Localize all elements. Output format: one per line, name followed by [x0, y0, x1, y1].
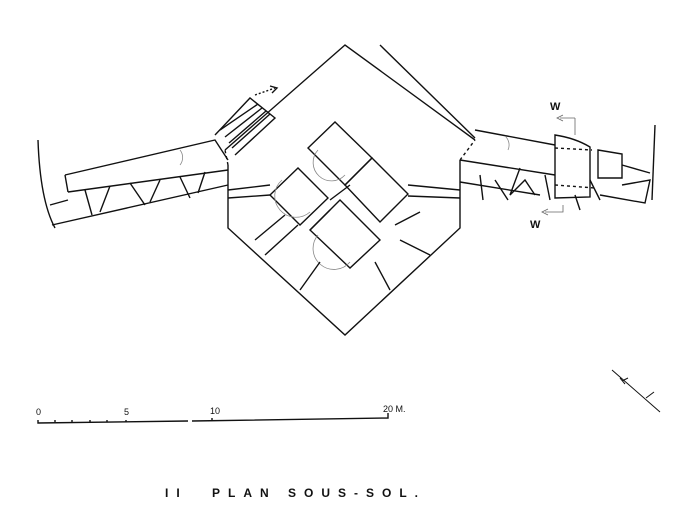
plan-title: PLAN SOUS-SOL. — [212, 486, 427, 500]
scale-label-10: 10 — [210, 406, 221, 416]
north-arrow-icon — [611, 369, 661, 413]
right-wing — [459, 114, 656, 216]
left-wing — [37, 139, 229, 229]
scale-label-5: 5 — [124, 407, 130, 417]
staircase — [214, 85, 279, 156]
central-tower — [224, 44, 476, 336]
scale-label-20: 20 M. — [383, 404, 406, 414]
section-label-bottom: W — [530, 219, 541, 231]
section-label-top: W — [550, 101, 561, 113]
plate-number: II — [165, 486, 188, 500]
scale-bar — [37, 413, 389, 424]
scale-label-0: 0 — [36, 407, 42, 417]
